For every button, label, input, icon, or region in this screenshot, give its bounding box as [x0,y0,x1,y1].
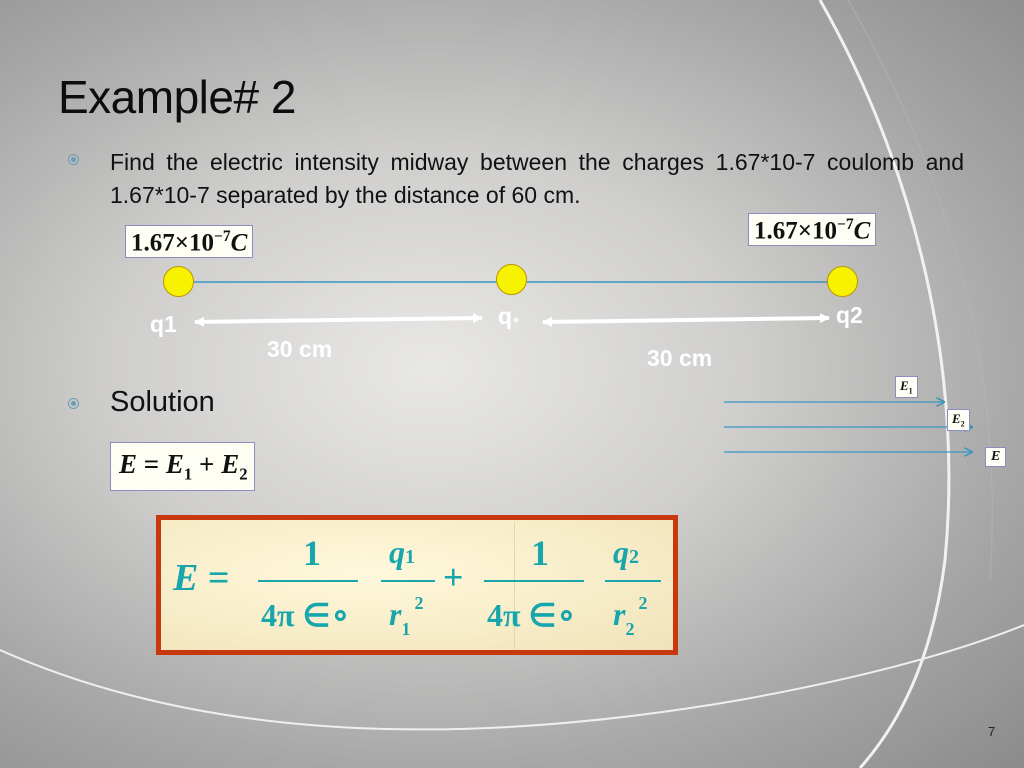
field-label-subscript: 1 [908,386,913,396]
eq-lhs: E [119,449,138,479]
fraction-bar [381,580,435,582]
distance-arrow-right [542,313,830,327]
label-q0: q∘ [498,303,520,330]
formula-lhs: E = [173,556,230,600]
field-label-base: E [991,449,1001,464]
charge-q2-value: 1.67×10−7C [748,213,877,247]
distance-label-left: 30 cm [267,336,333,362]
eq-term2-subscript: 2 [239,464,248,484]
formula-e: E [173,557,199,599]
formula-q: q [613,534,629,570]
eq-plus: + [199,449,215,479]
eq-term2: E [221,449,240,479]
formula-equals: = [207,557,230,599]
slide-title: Example# 2 [58,71,296,123]
label-q0-subscript: ∘ [512,312,521,327]
formula-plus: + [443,557,464,597]
distance-label-right: 30 cm [647,345,713,371]
eq-equals: = [143,449,160,479]
label-q1: q1 [150,311,177,337]
field-label-e1: E1 [895,376,918,398]
field-label-e2: E2 [947,409,970,431]
bullet-icon [68,154,79,165]
formula-den2: 4π ∈∘ [487,597,577,633]
formula-r2: r22 [613,593,647,639]
formula-q-subscript: 1 [405,546,415,568]
charge-exponent: −7 [214,228,231,245]
charge-coefficient: 1.67×10 [131,229,214,257]
formula-r-exponent: 2 [414,593,424,613]
formula-q-subscript: 2 [629,546,639,568]
field-label-subscript: 2 [960,419,965,429]
fraction-bar [605,580,661,582]
formula-r: r [613,596,626,632]
problem-text: Find the electric intensity midway betwe… [110,149,964,208]
divider [514,522,515,650]
distance-arrow-left [194,313,483,327]
formula-q: q [389,534,405,570]
formula-r-exponent: 2 [638,593,648,613]
field-label-base: E [952,411,961,426]
solution-label: Solution [110,386,215,418]
charge-q1-value: 1.67×10−7C [125,225,254,259]
formula-num1: 1 [303,533,321,573]
fraction-bar [258,580,358,582]
formula-r1: r12 [389,593,423,639]
page-number: 7 [988,724,996,739]
bullet-icon [68,398,79,409]
formula-r-subscript: 2 [625,619,635,639]
charge-q1-ball [163,266,194,297]
formula-q2: q2 [613,534,639,571]
formula-den1: 4π ∈∘ [261,597,351,633]
formula-r: r [389,596,402,632]
label-q0-base: q [498,303,513,329]
formula-q1: q1 [389,534,415,571]
charge-coefficient: 1.67×10 [754,217,837,245]
charge-unit: C [853,217,871,245]
charge-exponent: −7 [837,216,854,233]
sum-equation: E = E1 + E2 [110,442,255,492]
formula-r-subscript: 1 [401,619,411,639]
field-label-base: E [900,378,909,393]
eq-term1-subscript: 1 [183,464,193,484]
formula-num2: 1 [531,533,549,573]
field-formula-box: E = 1 4π ∈∘ q1 r12 + 1 4π ∈∘ q2 r22 [156,515,678,655]
charge-unit: C [230,229,248,257]
field-label-e: E [985,447,1007,467]
charge-q2-ball [827,266,858,297]
fraction-bar [484,580,584,582]
test-charge-ball [496,264,527,295]
eq-term1: E [165,449,184,479]
label-q2: q2 [836,302,863,328]
